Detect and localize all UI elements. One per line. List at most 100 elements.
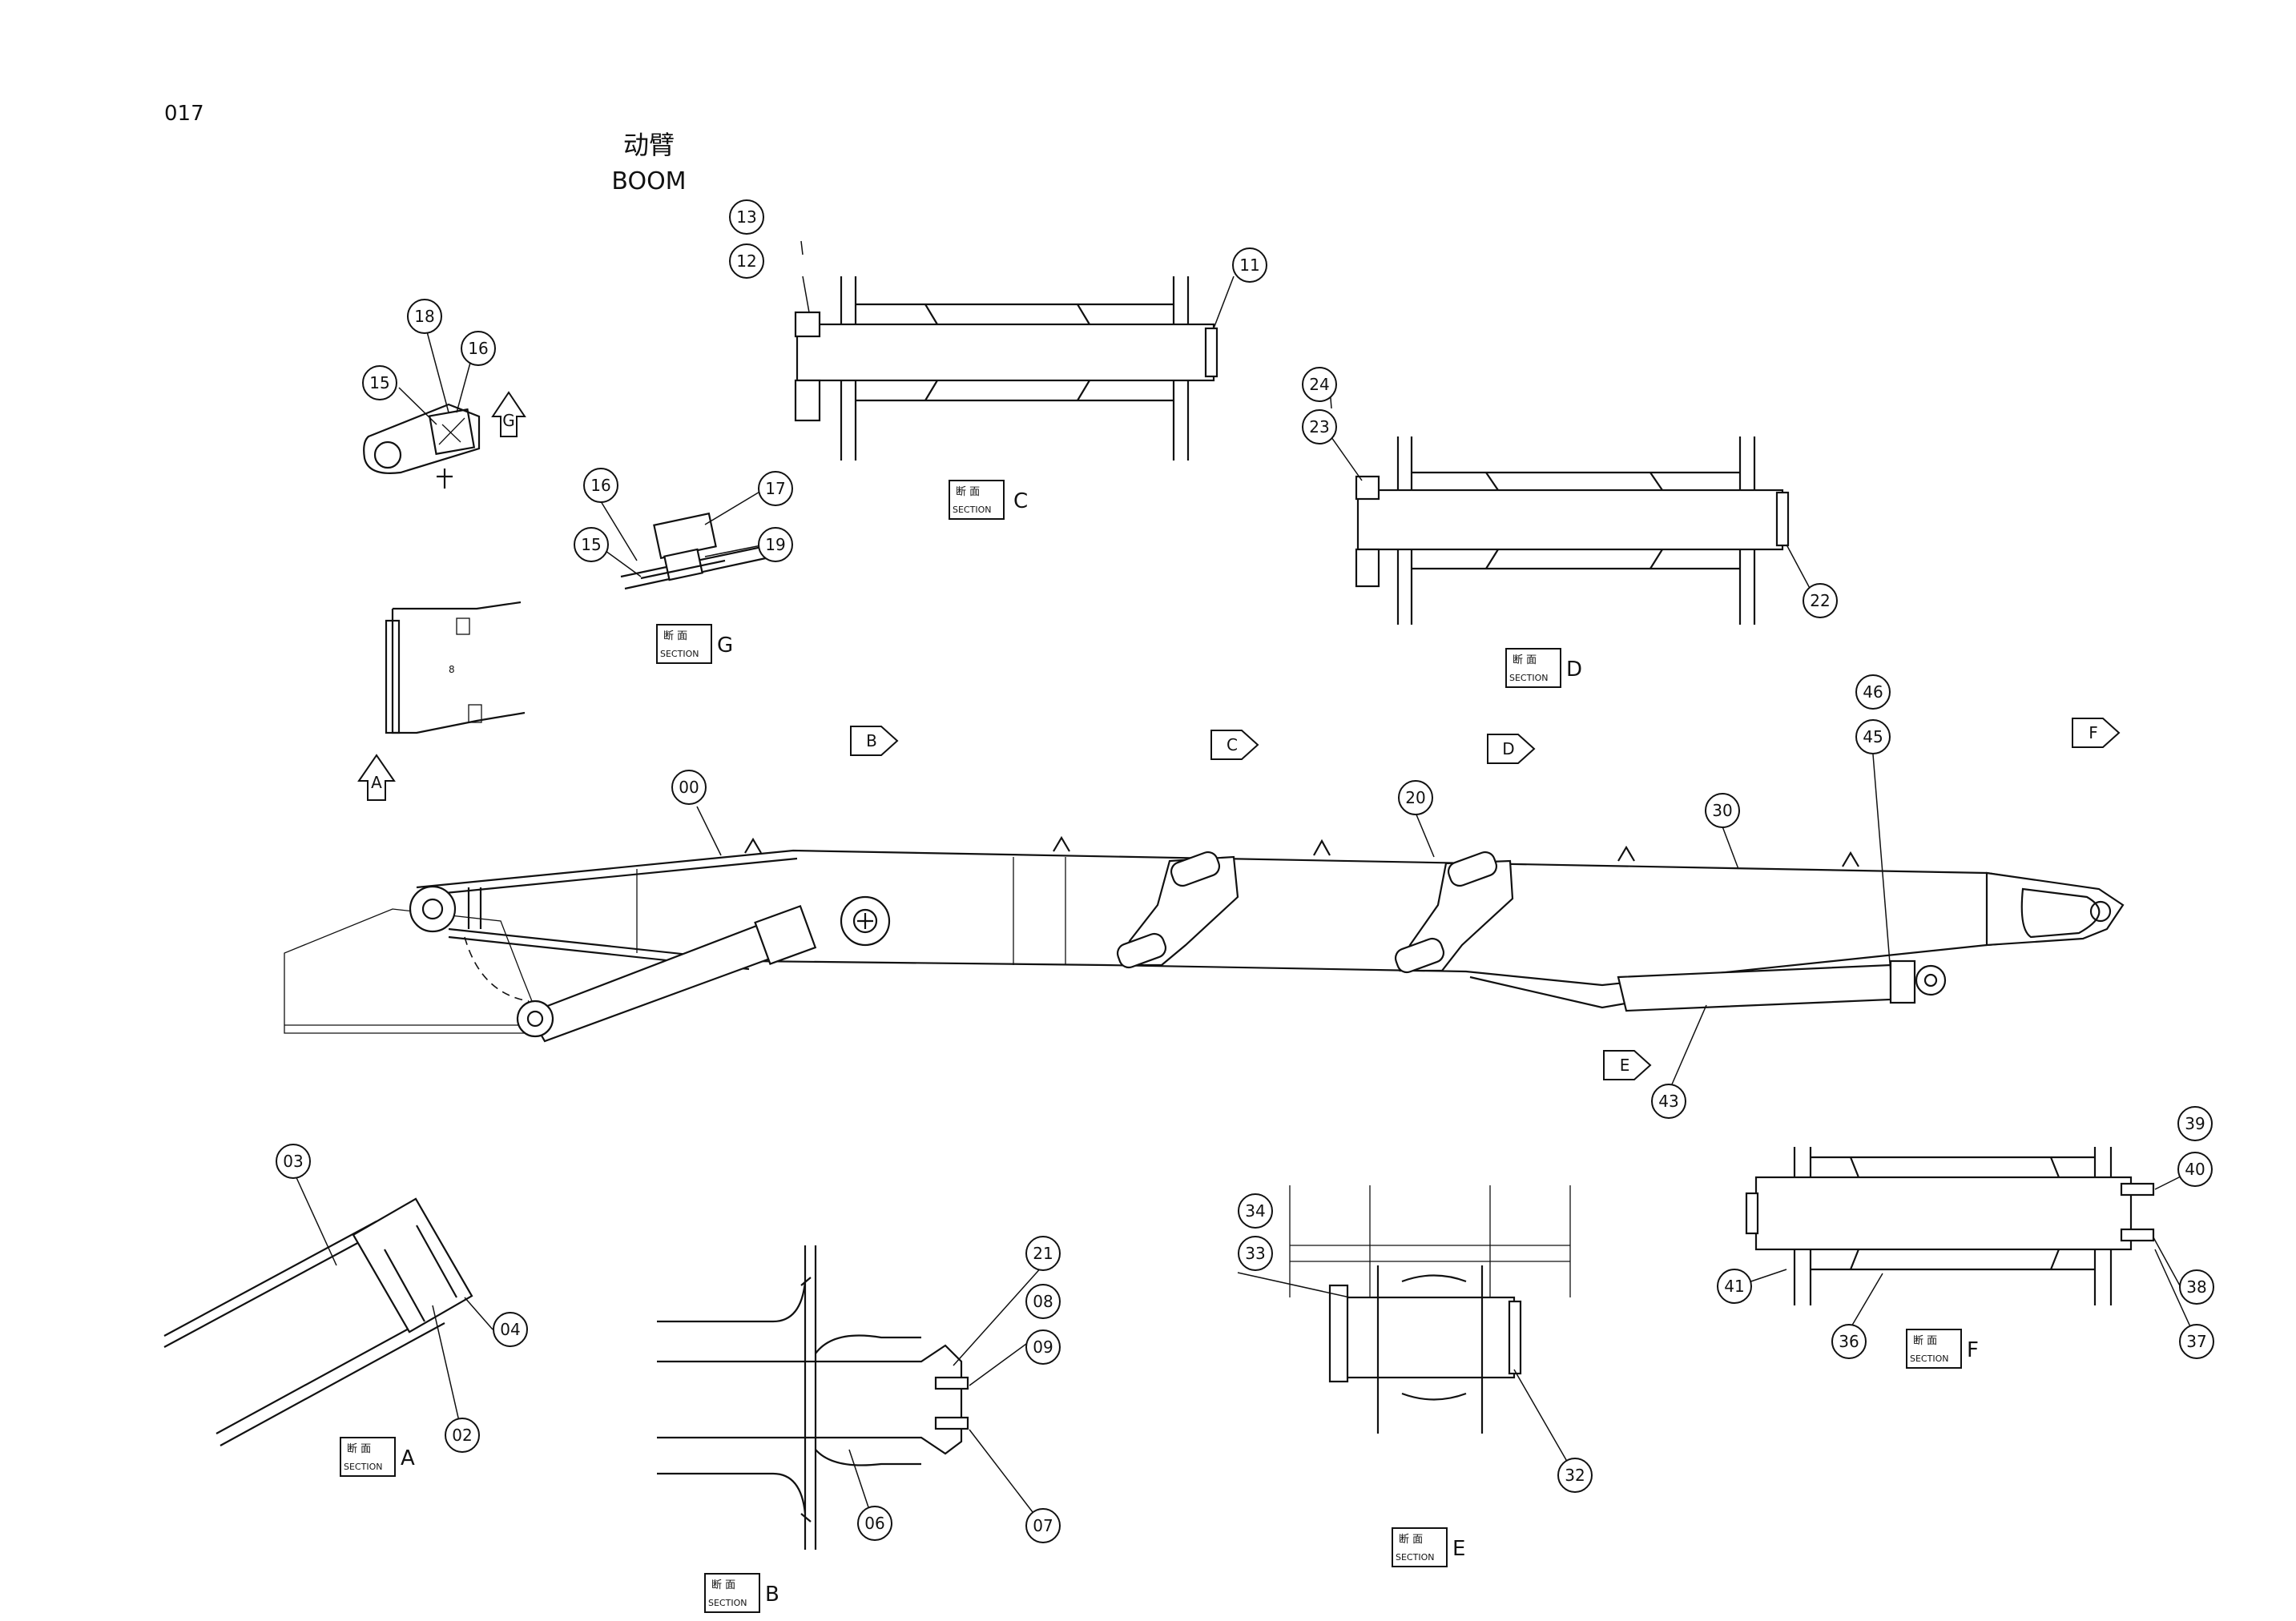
section-a-detail: [163, 1197, 473, 1446]
svg-text:B: B: [866, 731, 877, 750]
callout-15-g: 15: [362, 365, 397, 400]
callout-06: 06: [857, 1506, 892, 1541]
svg-text:E: E: [1620, 1056, 1630, 1075]
svg-text:SECTION: SECTION: [1396, 1552, 1434, 1563]
callout-16-g: 16: [461, 331, 496, 366]
title-cn: 动臂: [623, 130, 675, 160]
svg-text:C: C: [1227, 735, 1238, 754]
callout-13: 13: [729, 199, 764, 235]
callout-21: 21: [1025, 1236, 1061, 1271]
svg-text:断 面: 断 面: [347, 1443, 371, 1455]
svg-text:A: A: [371, 773, 382, 792]
svg-text:E: E: [1452, 1537, 1465, 1561]
callout-45: 45: [1855, 719, 1891, 754]
callout-24: 24: [1302, 367, 1337, 402]
section-g-detail: [620, 512, 774, 590]
svg-text:断 面: 断 面: [1399, 1534, 1423, 1546]
svg-text:24: 24: [1309, 375, 1329, 394]
view-arrow-a: A: [357, 754, 396, 801]
svg-text:40: 40: [2185, 1160, 2205, 1179]
callout-15-s: 15: [574, 527, 609, 562]
svg-text:G: G: [717, 634, 733, 658]
svg-text:断 面: 断 面: [1513, 654, 1537, 666]
svg-text:38: 38: [2186, 1277, 2206, 1297]
title-en: BOOM: [611, 167, 686, 195]
callout-18: 18: [407, 299, 442, 334]
svg-text:34: 34: [1245, 1201, 1265, 1221]
callout-09: 09: [1025, 1329, 1061, 1365]
svg-text:19: 19: [765, 535, 785, 554]
section-box-b: 断 面 SECTION B: [704, 1573, 779, 1613]
svg-text:30: 30: [1712, 801, 1732, 820]
svg-text:41: 41: [1724, 1277, 1744, 1296]
view-arrow-b: B: [850, 726, 899, 756]
callout-46: 46: [1855, 674, 1891, 710]
svg-text:07: 07: [1033, 1516, 1053, 1535]
callout-43: 43: [1651, 1084, 1686, 1119]
view-arrow-c: C: [1210, 730, 1259, 760]
svg-text:39: 39: [2185, 1114, 2205, 1133]
svg-text:断 面: 断 面: [663, 630, 687, 642]
svg-text:F: F: [1967, 1338, 1979, 1362]
section-box-c: 断 面 SECTION C: [949, 480, 1028, 520]
svg-text:06: 06: [864, 1514, 884, 1533]
svg-text:32: 32: [1565, 1466, 1585, 1485]
svg-text:SECTION: SECTION: [953, 505, 991, 515]
callout-00: 00: [671, 770, 707, 805]
svg-text:33: 33: [1245, 1244, 1265, 1263]
svg-text:03: 03: [283, 1152, 303, 1171]
callout-17: 17: [758, 471, 793, 506]
svg-text:00: 00: [679, 778, 699, 797]
page-number: 017: [164, 102, 204, 126]
svg-text:SECTION: SECTION: [1509, 673, 1548, 683]
svg-text:17: 17: [765, 479, 785, 498]
svg-text:A: A: [401, 1446, 415, 1470]
svg-text:G: G: [502, 411, 515, 430]
view-arrow-g: G: [491, 391, 526, 437]
callout-02: 02: [445, 1418, 480, 1453]
view-arrow-e: E: [1603, 1050, 1652, 1080]
svg-text:16: 16: [468, 339, 488, 358]
callout-19: 19: [758, 527, 793, 562]
svg-text:SECTION: SECTION: [708, 1598, 747, 1608]
callout-38: 38: [2179, 1269, 2214, 1305]
callout-leaders: [294, 240, 2197, 1526]
callout-36: 36: [1831, 1324, 1867, 1359]
section-box-d: 断 面 SECTION D: [1505, 648, 1582, 688]
svg-text:SECTION: SECTION: [660, 649, 699, 659]
section-box-f: 断 面 SECTION F: [1906, 1329, 1979, 1369]
callout-30: 30: [1705, 793, 1740, 828]
callout-03: 03: [276, 1144, 311, 1179]
callout-39: 39: [2177, 1106, 2213, 1141]
svg-text:43: 43: [1658, 1092, 1678, 1111]
section-box-a: 断 面 SECTION A: [340, 1437, 415, 1477]
section-d-pin-assembly: [1355, 436, 1790, 625]
detail-g-pin-bracket: [363, 403, 481, 489]
svg-text:断 面: 断 面: [711, 1579, 735, 1591]
svg-text:20: 20: [1405, 788, 1425, 807]
svg-text:断 面: 断 面: [1913, 1335, 1937, 1347]
svg-text:F: F: [2089, 723, 2098, 742]
callout-23: 23: [1302, 409, 1337, 444]
callout-04: 04: [493, 1312, 528, 1347]
svg-text:D: D: [1502, 739, 1514, 758]
svg-text:22: 22: [1810, 591, 1830, 610]
svg-text:36: 36: [1839, 1332, 1859, 1351]
small-bracket-detail: 8: [385, 601, 526, 734]
callout-40: 40: [2177, 1152, 2213, 1187]
svg-text:SECTION: SECTION: [344, 1462, 382, 1472]
svg-text:09: 09: [1033, 1337, 1053, 1357]
svg-text:15: 15: [369, 373, 389, 392]
section-box-e: 断 面 SECTION E: [1392, 1527, 1465, 1567]
svg-text:13: 13: [736, 207, 756, 227]
svg-text:SECTION: SECTION: [1910, 1354, 1948, 1364]
section-box-g: 断 面 SECTION G: [656, 624, 733, 664]
svg-text:D: D: [1566, 658, 1582, 682]
callout-16-s: 16: [583, 468, 618, 503]
main-boom-assembly: [284, 835, 2125, 1043]
svg-text:C: C: [1013, 489, 1028, 513]
svg-text:23: 23: [1309, 417, 1329, 436]
svg-text:16: 16: [590, 476, 610, 495]
svg-text:11: 11: [1239, 255, 1259, 275]
